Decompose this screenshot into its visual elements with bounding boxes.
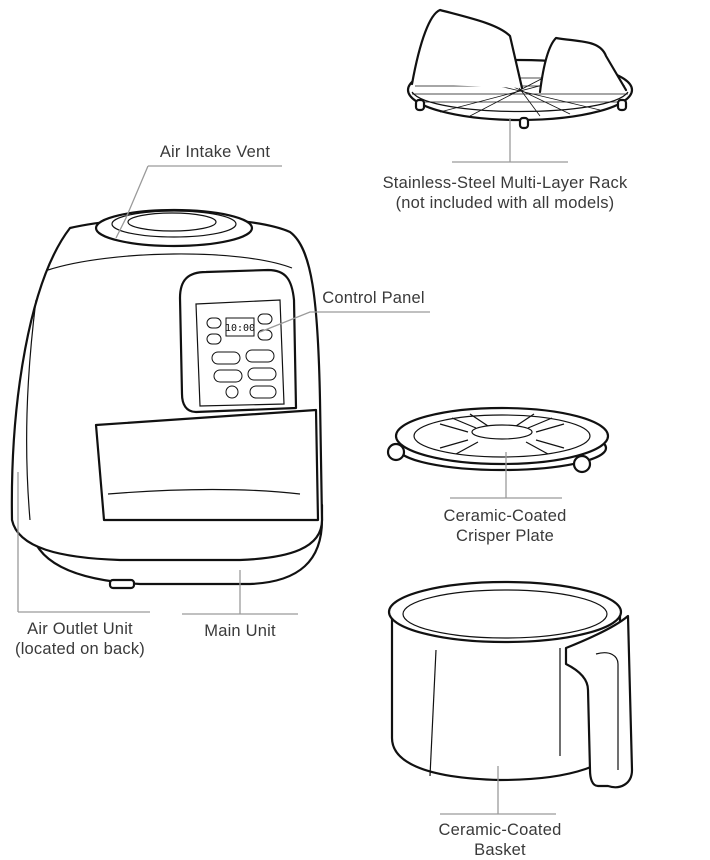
label-main-unit: Main Unit <box>180 621 300 641</box>
leader-lines <box>17 118 568 815</box>
label-air-outlet-line1: Air Outlet Unit <box>27 620 133 638</box>
label-air-intake-vent: Air Intake Vent <box>140 142 290 162</box>
label-crisper-line2: Crisper Plate <box>456 527 554 545</box>
label-air-intake-vent-text: Air Intake Vent <box>159 143 271 161</box>
label-control-panel: Control Panel <box>306 288 441 308</box>
crisper-plate-illustration <box>386 406 610 474</box>
basket-illustration <box>387 580 634 789</box>
label-air-outlet-line2: (located on back) <box>15 640 145 658</box>
label-air-outlet-unit: Air Outlet Unit (located on back) <box>0 619 160 659</box>
label-control-panel-text: Control Panel <box>322 289 425 307</box>
label-rack-line2: (not included with all models) <box>395 194 615 212</box>
label-rack-line1: Stainless-Steel Multi-Layer Rack <box>382 174 628 192</box>
label-basket-line1: Ceramic-Coated <box>438 821 562 839</box>
rack-illustration <box>406 8 634 130</box>
main-unit-illustration: 10:00 <box>10 208 324 590</box>
label-basket: Ceramic-Coated Basket <box>405 820 595 860</box>
panel-display-time: 10:00 <box>225 323 255 334</box>
label-main-unit-text: Main Unit <box>204 622 276 640</box>
label-crisper-line1: Ceramic-Coated <box>443 507 567 525</box>
label-multi-layer-rack: Stainless-Steel Multi-Layer Rack (not in… <box>330 173 680 213</box>
label-basket-line2: Basket <box>474 841 526 859</box>
label-crisper-plate: Ceramic-Coated Crisper Plate <box>410 506 600 546</box>
